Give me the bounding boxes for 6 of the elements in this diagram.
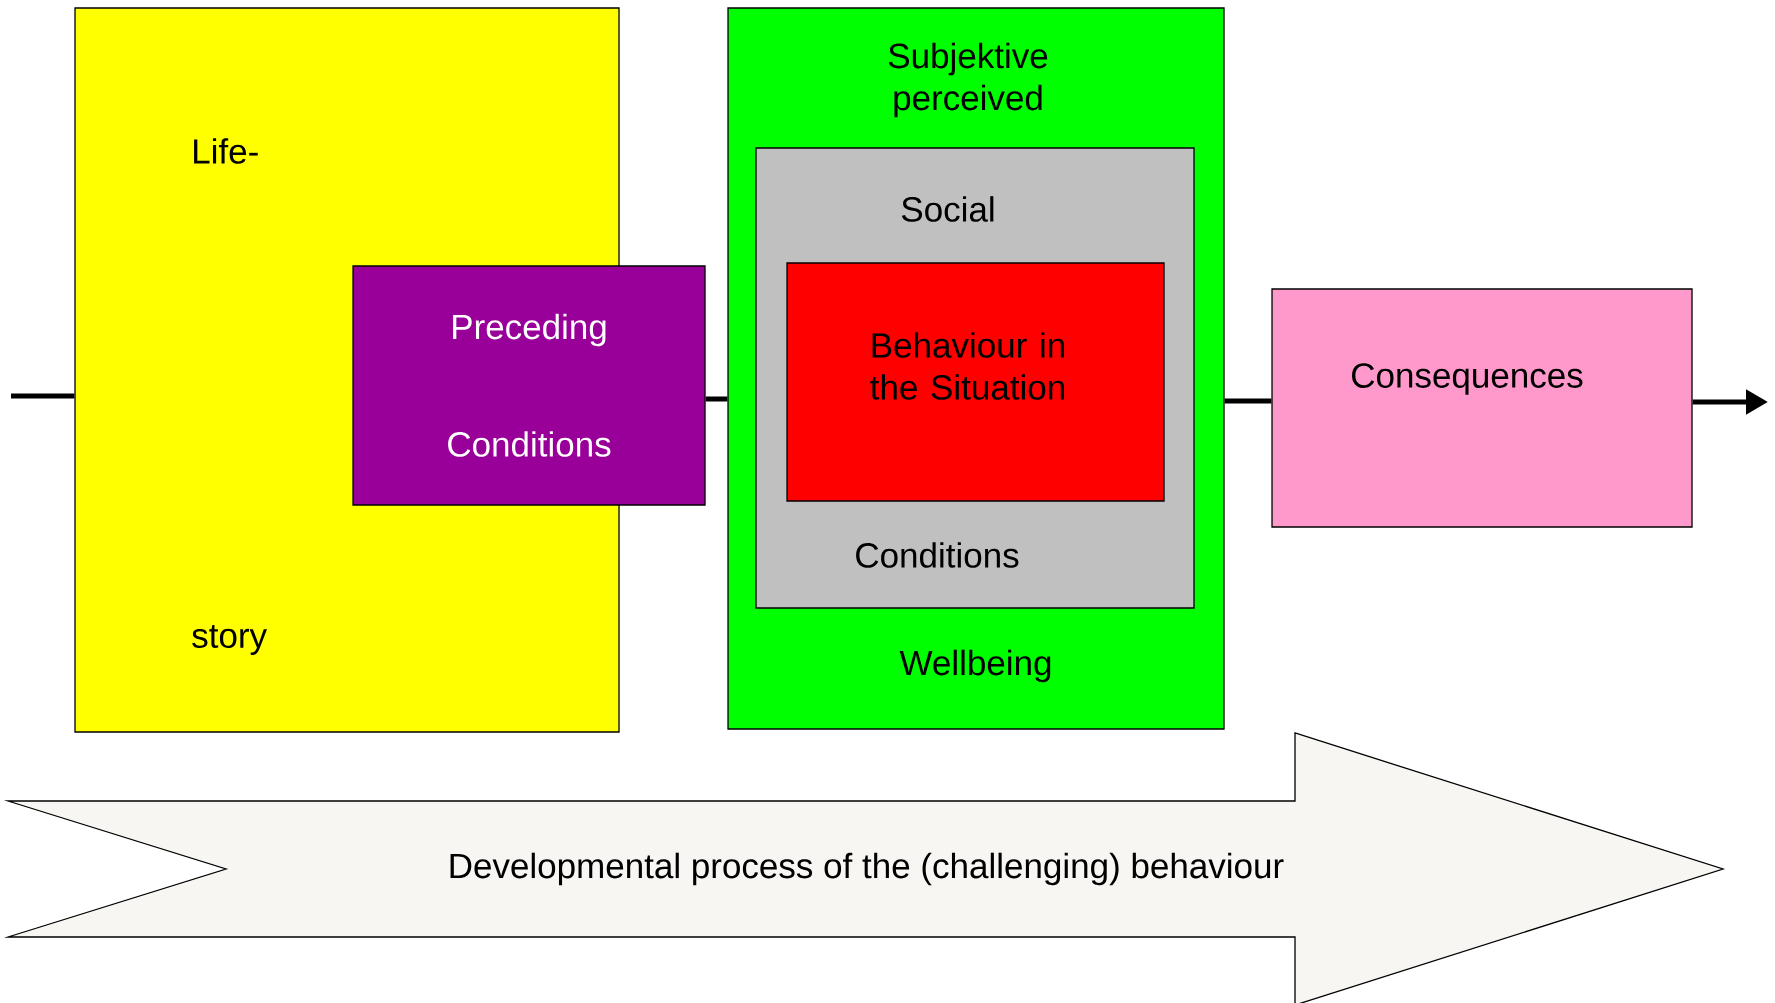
connector-line: [705, 396, 728, 402]
behaviour-box: Behaviour in the Situation: [786, 262, 1165, 502]
connector-line: [1224, 398, 1272, 404]
preceding-conditions-box: Preceding Conditions: [352, 265, 706, 506]
connector-line: [11, 393, 75, 399]
consequences-box: Consequences: [1271, 288, 1693, 528]
